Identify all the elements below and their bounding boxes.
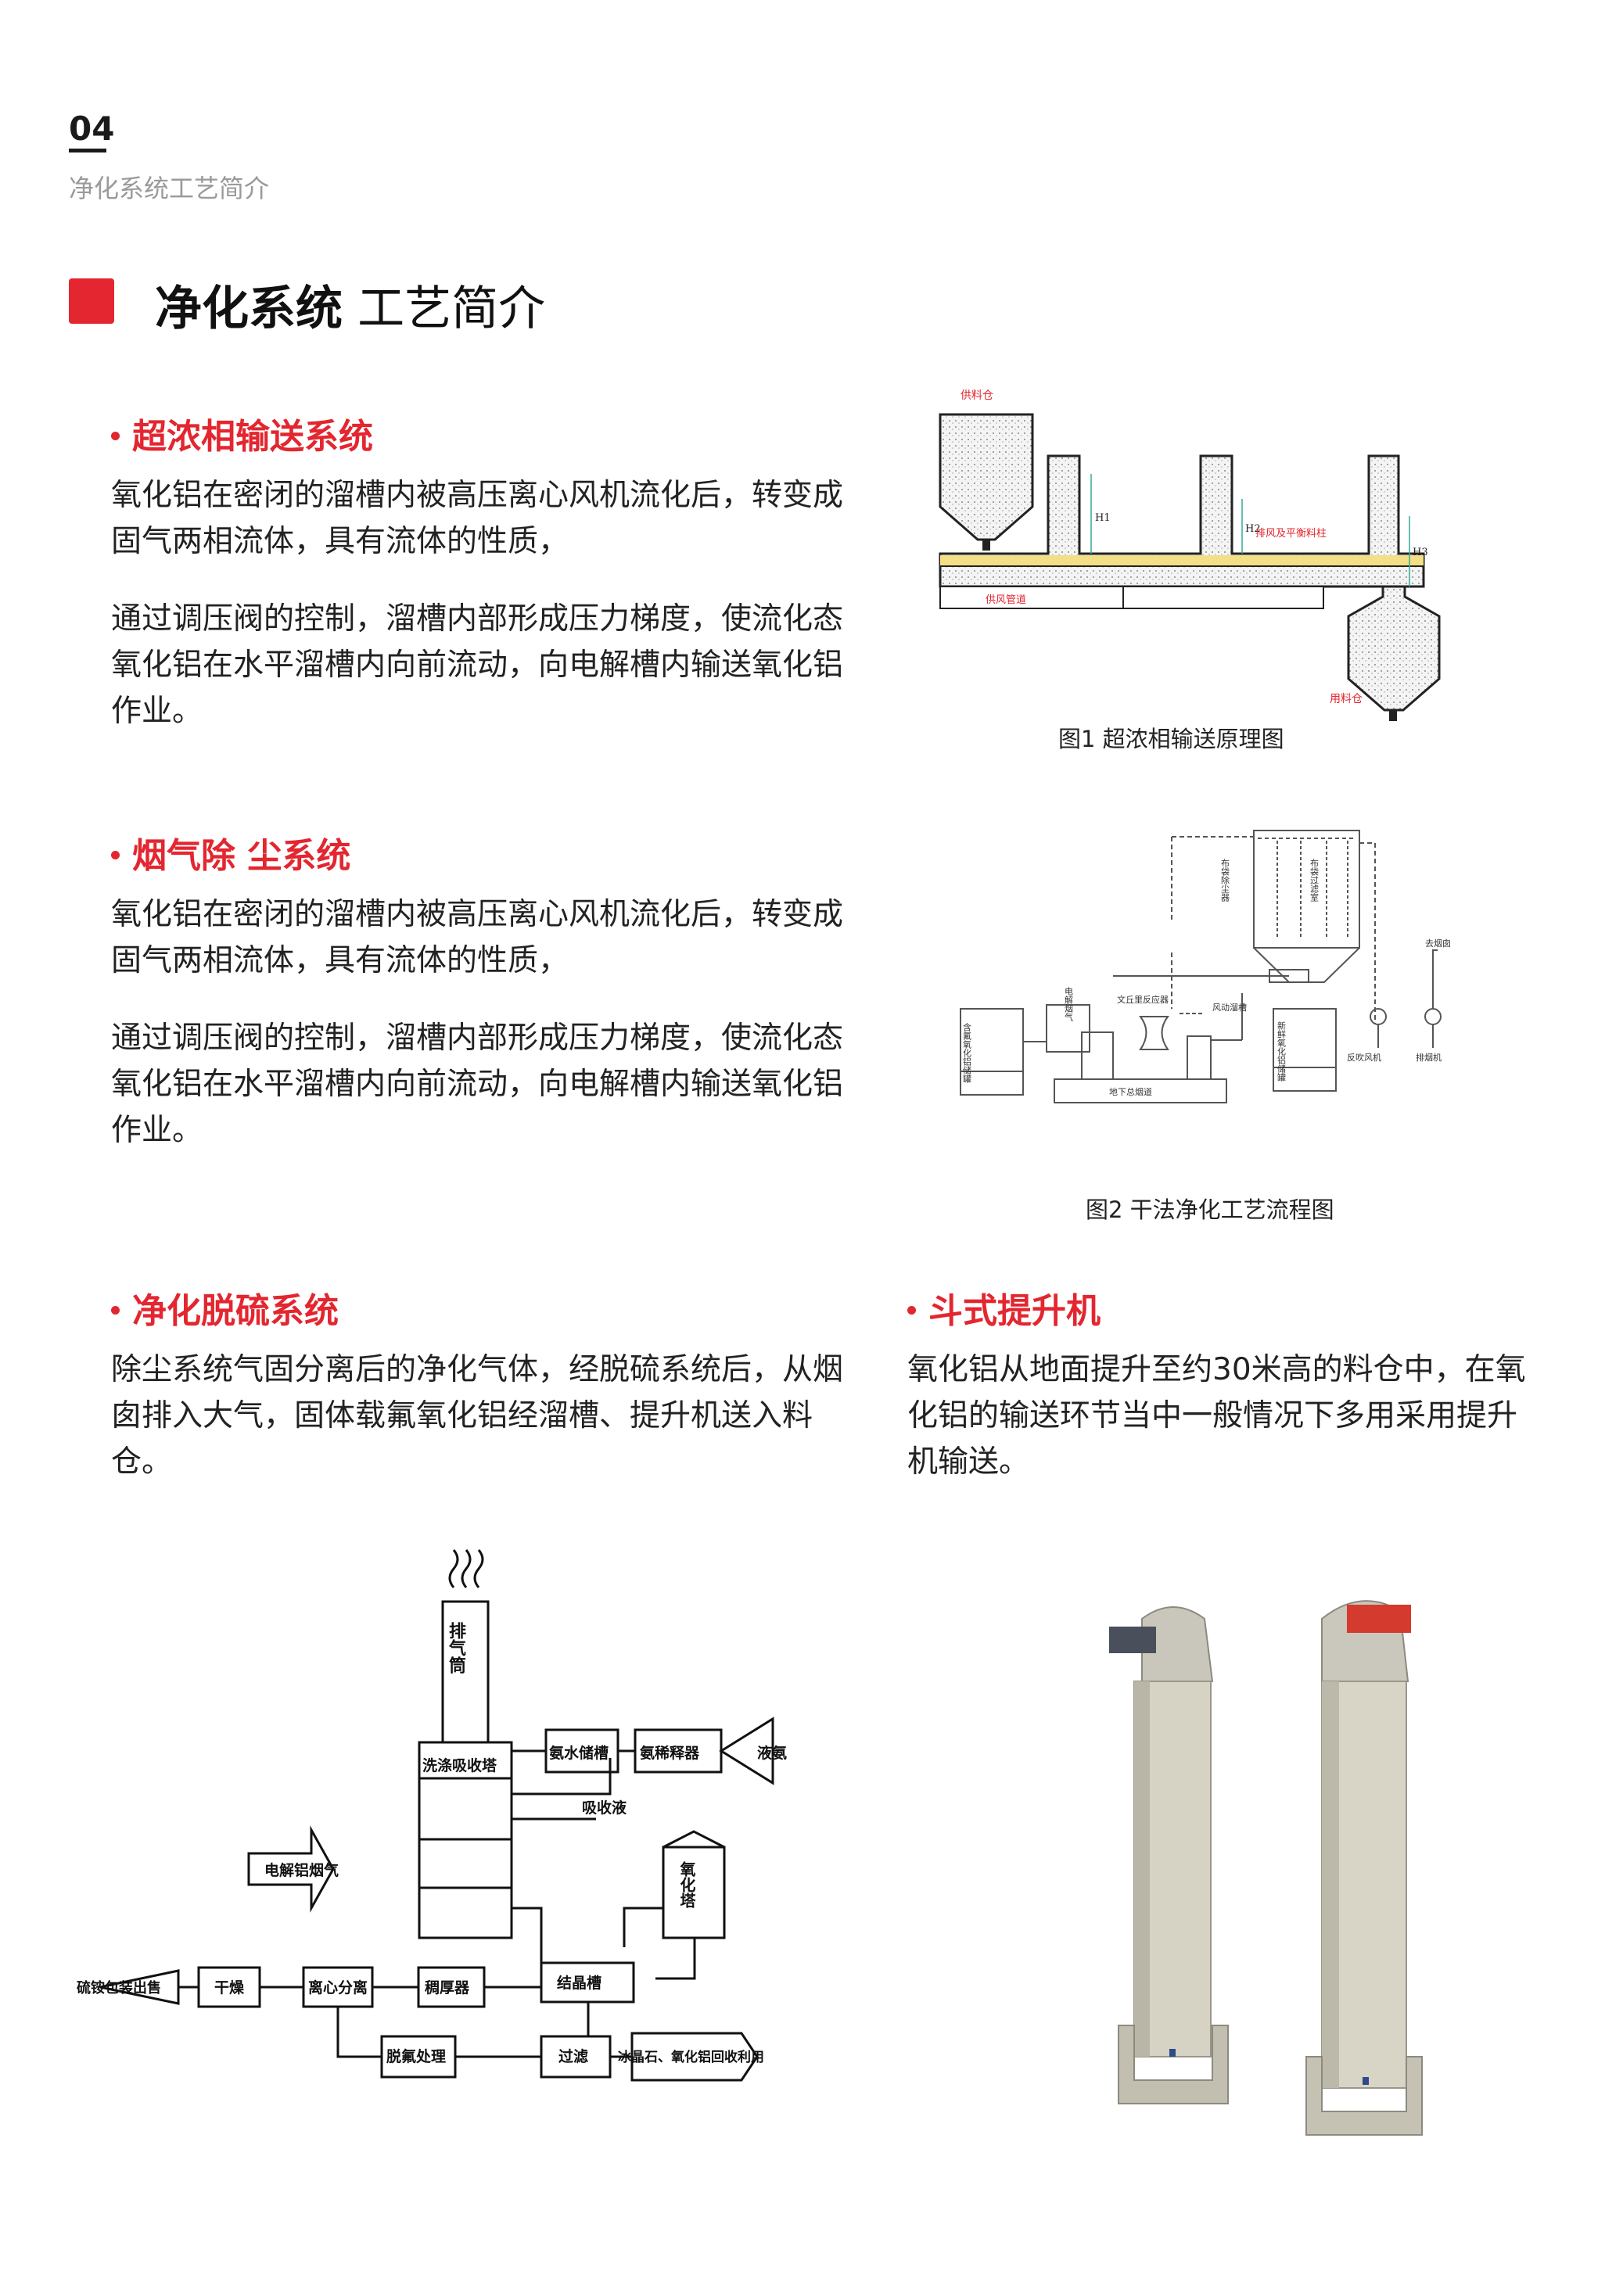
fig3-label-crystal-tank: 结晶槽 [557,1974,601,1992]
page-number-underline [69,149,106,152]
figure-conveying-diagram: 供料仓 供风管道 H1 H2 排风及平衡料柱 H3 用料仓 [939,389,1441,721]
fig3-label-chimney: 排气筒 [446,1622,467,1674]
fig3-label-filter: 过滤 [558,2048,588,2065]
fig1-label-h1: H1 [1095,512,1111,524]
fig3-label-scrubber: 洗涤吸收塔 [422,1756,497,1774]
fig2-label-cell-gas: 电解烟气 [1064,987,1074,1021]
section-heading-conveying: 超浓相输送系统 [111,408,373,458]
fig3-label-cell-gas: 电解铝烟气 [264,1861,339,1879]
fig3-label-defoam: 脱氟处理 [386,2047,446,2065]
fig3-label-dry: 干燥 [214,1979,245,1996]
page-title-bold: 净化系统 [155,282,343,336]
fig2-label-fresh-bin: 新鲜氧化铝储罐 [1276,1021,1287,1082]
section-heading-desulfurization: 净化脱硫系统 [111,1283,339,1333]
fig2-label-exhaust-fan: 排烟机 [1416,1052,1442,1063]
fig3-label-oxidation-tower: 氧化塔 [677,1860,696,1909]
fig3-label-absorb-liquid: 吸收液 [582,1799,627,1817]
page-number: 04 [69,109,115,148]
section-elevator-paragraph: 氧化铝从地面提升至约30米高的料仓中，在氧化铝的输送环节当中一般情况下多用采用提… [907,1352,1526,1480]
fig1-label-air-pipe: 供风管道 [986,594,1026,606]
fig2-label-underground-duct: 地下总烟道 [1109,1086,1152,1097]
figure-dry-purification-diagram: 布袋除尘器 布袋过滤室 含氟氧化铝储罐 电解烟气 文丘里反应器 风动溜槽 新鲜氧… [960,830,1451,1103]
fig1-label-h2: H2 [1245,523,1261,535]
fig1-label-supply-bin: 供料仓 [961,389,993,402]
bullet-dot-icon [111,1305,120,1315]
fig3-label-thickener: 稠厚器 [425,1979,470,1996]
elevator-left [1109,1606,1229,2104]
bucket-elevator-image [1109,1600,1423,2136]
fig1-label-h3: H3 [1413,547,1428,558]
fig2-label-bag-dust: 布袋除尘器 [1220,859,1230,902]
fig3-label-centrifuge: 离心分离 [308,1979,368,1996]
fig2-label-blowback-fan: 反吹风机 [1347,1052,1381,1063]
fig3-label-liquid-ammonia: 液氨 [757,1744,787,1762]
fig2-label-to-chimney: 去烟囱 [1425,938,1451,949]
fig2-label-bag-filter: 布袋过滤室 [1309,859,1320,902]
page-subtitle: 净化系统工艺简介 [69,174,270,203]
section-heading-dust: 烟气除 尘系统 [111,827,350,877]
fig3-label-product: 硫铵包装出售 [77,1979,161,1996]
page-title: 净化系统 工艺简介 [155,271,545,339]
fig2-label-wind-chute: 风动溜槽 [1212,1002,1247,1013]
section-conveying-paragraph-1: 氧化铝在密闭的溜槽内被高压离心风机流化后，转变成固气两相流体，具有流体的性质， [111,478,844,559]
section-dust-paragraph-1: 氧化铝在密闭的溜槽内被高压离心风机流化后，转变成固气两相流体，具有流体的性质， [111,897,844,978]
figure-desulfurization-flow-diagram: 排气筒 洗涤吸收塔 氨水储槽 氨稀释器 液氨 吸收液 氧化塔 电解铝烟气 硫铵包… [77,1549,787,2082]
section-conveying-paragraph-2: 通过调压阀的控制，溜槽内部形成压力梯度，使流化态氧化铝在水平溜槽内向前流动，向电… [111,601,844,729]
fig1-label-use-bin: 用料仓 [1330,693,1363,705]
air-supply-pipe [939,586,1324,609]
bullet-dot-icon [111,431,120,440]
figure-1-caption: 图1 超浓相输送原理图 [1058,726,1284,752]
fig2-label-fluorine-bin: 含氟氧化铝储罐 [962,1022,972,1084]
fig3-label-ammonia-tank: 氨水储槽 [549,1744,609,1762]
fig3-label-recover: 冰晶石、氧化铝回收利用 [618,2049,764,2065]
bullet-dot-icon [111,850,120,859]
section-dust-paragraph-2: 通过调压阀的控制，溜槽内部形成压力梯度，使流化态氧化铝在水平溜槽内向前流动，向电… [111,1021,844,1148]
elevator-right [1305,1600,1423,2136]
section-heading-elevator: 斗式提升机 [907,1283,1101,1333]
title-red-square [69,278,114,324]
fig3-label-ammonia-dilute: 氨稀释器 [640,1744,700,1762]
use-bin-shape [1347,585,1441,712]
section-desulfurization-paragraph: 除尘系统气固分离后的净化气体，经脱硫系统后，从烟囱排入大气，固体载氟氧化铝经溜槽… [111,1352,844,1480]
page-title-normal: 工艺简介 [357,282,546,336]
supply-bin-shape [939,413,1034,541]
figure-2-caption: 图2 干法净化工艺流程图 [1086,1196,1334,1223]
fig1-label-exhaust: 排风及平衡料柱 [1255,528,1327,540]
bullet-dot-icon [907,1305,916,1315]
fig2-label-venturi: 文丘里反应器 [1117,994,1169,1005]
